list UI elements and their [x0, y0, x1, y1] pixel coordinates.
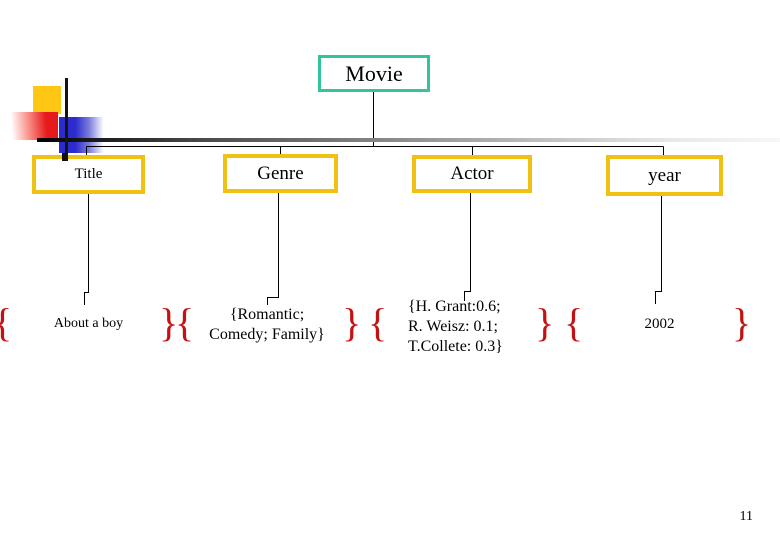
- connector-genre-drop: [267, 193, 279, 305]
- brace-open-year: {: [564, 300, 584, 345]
- actor-attribute-box: Actor: [412, 155, 532, 193]
- movie-entity-box: Movie: [318, 55, 430, 92]
- title-attribute-box: Title: [32, 155, 145, 194]
- actor-value: {H. Grant:0.6; R. Weisz: 0.1; T.Collete:…: [408, 297, 538, 357]
- title-value: About a boy: [53, 316, 124, 331]
- brace-open-genre: {: [175, 300, 195, 345]
- decor-red-square: [10, 112, 58, 140]
- title-attribute-label: Title: [74, 166, 103, 182]
- brace-open-title: {: [0, 301, 12, 345]
- movie-entity-label: Movie: [345, 60, 403, 86]
- decor-gradient-bar: [37, 138, 780, 142]
- brace-close-title: }: [159, 300, 179, 345]
- decor-vertical-line: [65, 78, 68, 158]
- actor-attribute-label: Actor: [450, 163, 494, 184]
- brace-close-actor: }: [535, 300, 555, 345]
- genre-value-line-2: Comedy; Family}: [209, 326, 325, 343]
- genre-attribute-box: Genre: [223, 154, 338, 193]
- genre-value-line-1: {Romantic;: [229, 306, 305, 323]
- decor-yellow-square: [33, 86, 61, 114]
- actor-value-line-3: T.Collete: 0.3}: [408, 338, 503, 355]
- page-number: 11: [739, 509, 753, 524]
- brace-close-year: }: [732, 300, 752, 345]
- connector-year-drop: [655, 196, 662, 304]
- actor-value-line-1: {H. Grant:0.6;: [408, 298, 501, 315]
- brace-close-genre: }: [342, 300, 362, 345]
- connector-title-drop: [84, 194, 89, 305]
- genre-value: {Romantic; Comedy; Family}: [191, 305, 343, 345]
- genre-attribute-label: Genre: [257, 162, 304, 184]
- actor-value-line-2: R. Weisz: 0.1;: [408, 318, 498, 335]
- brace-open-actor: {: [368, 300, 388, 345]
- decor-black-dot: [62, 153, 68, 161]
- year-attribute-box: year: [606, 155, 723, 196]
- connector-actor-drop: [464, 193, 471, 301]
- year-attribute-label: year: [648, 164, 681, 186]
- year-value: 2002: [644, 316, 675, 332]
